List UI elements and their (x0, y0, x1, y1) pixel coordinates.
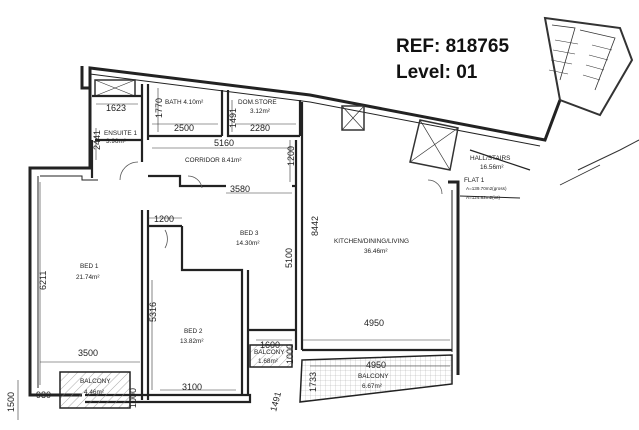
bed3-area: 14.30m² (236, 240, 259, 247)
dimension-labels: 1623 1770 2500 1491 2280 2441 5160 1200 … (6, 98, 386, 413)
shafts (94, 79, 459, 171)
bed1-label: BED 1 (80, 263, 99, 270)
dim-1491: 1491 (228, 108, 238, 128)
balcony-mid-area: 1.68m² (258, 358, 278, 365)
dim-1600: 1600 (260, 340, 280, 350)
bed3-label: BED 3 (240, 230, 259, 237)
reference-block: REF: 818765 Level: 01 (396, 34, 509, 86)
hall-label: HALL/STAIRS (470, 155, 510, 162)
balconies (59, 344, 453, 409)
ensuite-area: 3.96m² (106, 138, 126, 145)
dim-2441: 2441 (92, 130, 102, 150)
exterior-walls (28, 66, 562, 397)
dim-2500: 2500 (174, 123, 194, 133)
dim-4950-lower: 4950 (366, 360, 386, 370)
bed1-area: 21.74m² (76, 274, 99, 281)
dim-1491-lower: 1491 (268, 391, 283, 413)
dim-5100: 5100 (284, 248, 294, 268)
dim-1000-mid: 1000 (285, 344, 295, 364)
reference-number: REF: 818765 (396, 36, 510, 57)
bed2-label: BED 2 (184, 328, 203, 335)
dom-store-area: 3.12m² (250, 108, 270, 115)
room-labels: BATH 4.10m² DOM.STORE 3.12m² ENSUITE 1 3… (76, 99, 510, 396)
dom-store-label: DOM.STORE (238, 99, 277, 106)
dim-980: 980 (36, 390, 51, 400)
corridor-label: CORRIDOR 8.41m² (185, 157, 241, 164)
dim-1770: 1770 (154, 98, 164, 118)
kitchen-label: KITCHEN/DINING/LIVING (334, 238, 409, 245)
balcony-right-area: 6.67m² (362, 383, 382, 390)
stair-core (543, 16, 639, 186)
door-swings (119, 161, 443, 249)
dim-5316: 5316 (148, 302, 158, 322)
level-indicator: Level: 01 (396, 62, 478, 83)
dim-3500: 3500 (78, 348, 98, 358)
dim-1000-left: 1000 (128, 388, 138, 408)
interior-walls (85, 84, 452, 404)
balcony-left-label: BALCONY (80, 378, 111, 385)
bath-label: BATH 4.10m² (165, 99, 203, 106)
dim-1623: 1623 (106, 103, 126, 113)
balcony-left-area: 4.46m² (84, 389, 104, 396)
dim-1733: 1733 (308, 372, 318, 392)
dimension-lines (17, 88, 450, 420)
ensuite-label: ENSUITE 1 (104, 130, 137, 137)
dim-5160: 5160 (214, 138, 234, 148)
kitchen-area: 36.46m² (364, 248, 387, 255)
dim-1200-vertical: 1200 (286, 146, 296, 166)
dim-3100: 3100 (182, 382, 202, 392)
hall-area: 16.56m² (480, 164, 503, 171)
dim-6211: 6211 (38, 271, 48, 290)
dim-3580: 3580 (230, 184, 250, 194)
balcony-mid-label: BALCONY (254, 349, 285, 356)
bed2-area: 13.82m² (180, 338, 203, 345)
dim-2280: 2280 (250, 123, 270, 133)
dim-1500: 1500 (6, 392, 16, 412)
dim-8442: 8442 (310, 216, 320, 236)
flat-label: FLAT 1 (464, 177, 485, 184)
flat-int-area: A=124.82m2(int) (466, 195, 501, 200)
balcony-right-label: BALCONY (358, 373, 389, 380)
dim-4950-upper: 4950 (364, 318, 384, 328)
flat-gross-area: A=139.70m2(gross) (466, 186, 507, 191)
dim-1200-horizontal: 1200 (154, 214, 174, 224)
